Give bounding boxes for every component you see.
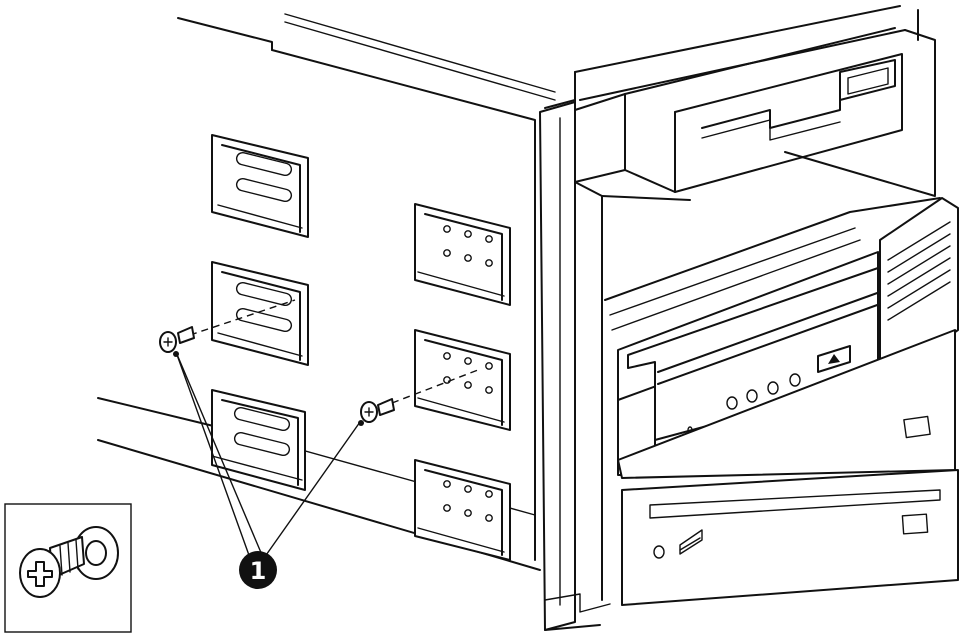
tape-drive-vent-grille	[887, 221, 951, 321]
optical-drive	[617, 329, 959, 606]
slot-bracket-left-3	[211, 389, 306, 491]
tape-drive	[604, 197, 959, 476]
mounting-screw-1	[159, 299, 296, 353]
callout-1: 1	[239, 551, 277, 589]
slot-bracket-left-2	[211, 261, 309, 366]
slot-bracket-right-2	[414, 329, 511, 431]
callout-leader-lines	[173, 351, 364, 559]
slot-bracket-right-3	[414, 459, 511, 561]
tape-drive-buttons	[726, 373, 801, 410]
callout-badge	[239, 551, 277, 589]
slot-bracket-right-1	[414, 203, 511, 306]
floppy-drive	[624, 27, 936, 197]
screw-icon	[19, 536, 85, 598]
washer-icon	[73, 526, 119, 580]
screw-detail-inset	[4, 503, 132, 633]
callout-label: 1	[250, 557, 267, 585]
slot-bracket-left-1	[211, 134, 309, 238]
drive-bay-frame	[539, 5, 936, 631]
mounting-screw-2	[360, 369, 479, 423]
